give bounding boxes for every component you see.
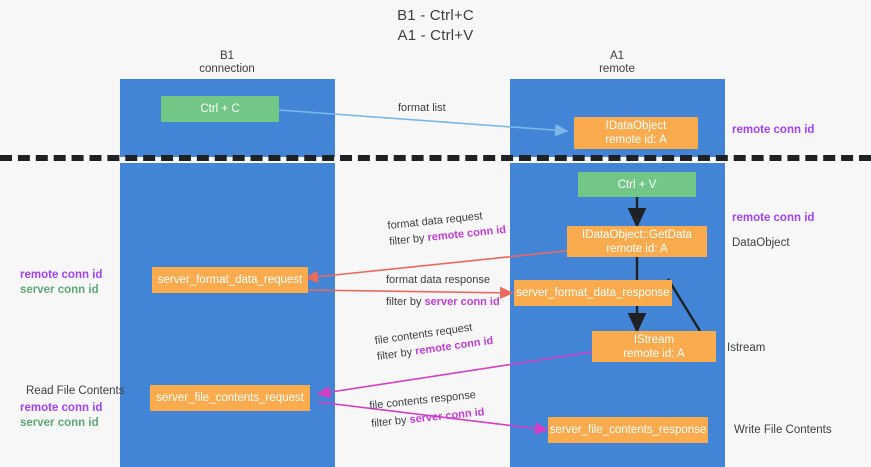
column-header-b1-role: connection (199, 63, 255, 75)
caption-istream: Istream (727, 342, 766, 354)
node-istream[interactable]: IStream remote id: A (592, 331, 716, 362)
node-server-file-contents-response[interactable]: server_file_contents_response (548, 417, 708, 443)
caption-remote-conn-id-top: remote conn id (732, 124, 815, 136)
node-getdata-line-2: remote id: A (606, 242, 668, 255)
node-server-format-data-request[interactable]: server_format_data_request (152, 267, 308, 293)
caption-left-remote-conn-id-mid: remote conn id (20, 269, 103, 281)
node-server-format-data-response[interactable]: server_format_data_response (514, 280, 672, 306)
node-ctrl-v[interactable]: Ctrl + V (578, 172, 696, 197)
caption-left-conn-ids-bottom: remote conn id server conn id (20, 401, 102, 431)
column-header-a1-role: remote (599, 63, 635, 75)
edge-label-file-contents-response: file contents response filter by server … (369, 387, 485, 431)
column-header-b1: B1 connection (147, 50, 307, 76)
caption-dataobject: DataObject (732, 237, 790, 249)
title-line-1: B1 - Ctrl+C (397, 7, 474, 24)
section-divider (0, 155, 871, 161)
caption-remote-conn-id-mid: remote conn id (732, 212, 815, 224)
caption-read-file-contents: Read File Contents (26, 385, 125, 397)
node-idataobject-getdata[interactable]: IDataObject::GetData remote id: A (567, 226, 707, 257)
edge-label-format-data-response-text: format data response (386, 274, 490, 286)
node-ctrl-c-label: Ctrl + C (200, 103, 240, 115)
page-title: B1 - Ctrl+C A1 - Ctrl+V (0, 6, 871, 46)
filter-prefix-3: filter by (376, 345, 417, 364)
node-ctrl-v-label: Ctrl + V (617, 178, 657, 191)
filter-prefix-4: filter by (370, 414, 411, 431)
node-idataobject[interactable]: IDataObject remote id: A (574, 117, 698, 149)
column-header-a1-name: A1 (609, 50, 625, 62)
edge-label-format-data-response-filter: filter by server conn id (386, 295, 500, 309)
caption-left-remote-conn-id-bottom: remote conn id (20, 402, 103, 414)
node-istream-line-1: IStream (633, 333, 675, 346)
node-idataobject-line-2: remote id: A (605, 134, 667, 146)
node-istream-line-2: remote id: A (623, 347, 685, 360)
filter-key-server-conn-id-2: server conn id (408, 406, 485, 426)
column-header-b1-name: B1 (219, 50, 235, 62)
lane-b1-bottom (120, 163, 335, 467)
filter-prefix-1: filter by (388, 232, 429, 249)
edge-label-file-contents-request: file contents request filter by remote c… (374, 318, 494, 364)
caption-left-server-conn-id-mid: server conn id (20, 284, 99, 296)
node-server-format-data-response-label: server_format_data_response (516, 287, 670, 299)
node-server-format-data-request-label: server_format_data_request (157, 274, 303, 286)
edge-label-format-data-response: format data response filter by server co… (386, 273, 500, 309)
caption-left-conn-ids-mid: remote conn id server conn id (20, 268, 102, 298)
node-ctrl-c[interactable]: Ctrl + C (161, 96, 279, 122)
node-server-file-contents-response-label: server_file_contents_response (549, 424, 707, 436)
filter-prefix-2: filter by (386, 296, 425, 308)
column-header-a1: A1 remote (537, 50, 697, 76)
edge-label-format-data-request: format data request filter by remote con… (387, 207, 507, 249)
node-idataobject-line-1: IDataObject (605, 120, 667, 132)
node-server-file-contents-request[interactable]: server_file_contents_request (150, 385, 310, 411)
title-line-2: A1 - Ctrl+V (397, 27, 474, 44)
node-getdata-line-1: IDataObject::GetData (582, 228, 692, 241)
node-server-file-contents-request-label: server_file_contents_request (156, 392, 304, 404)
caption-write-file-contents: Write File Contents (734, 424, 832, 436)
edge-label-format-list: format list (398, 102, 446, 114)
caption-left-server-conn-id-bottom: server conn id (20, 417, 99, 429)
filter-key-server-conn-id-1: server conn id (424, 296, 500, 308)
